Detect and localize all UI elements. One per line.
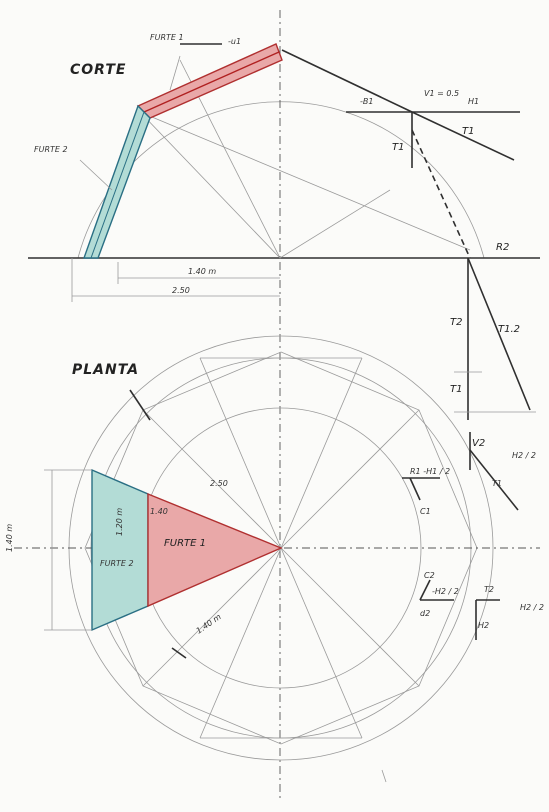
faldon-1-section bbox=[136, 43, 283, 119]
t2-label: T2 bbox=[450, 317, 462, 328]
d2-label: d2 bbox=[420, 609, 430, 618]
faldon-1-plan bbox=[147, 492, 283, 608]
helper-line bbox=[279, 189, 391, 259]
radial-line bbox=[280, 357, 363, 549]
inner-width-dim: 1.20 m bbox=[115, 508, 124, 536]
t1-small-line bbox=[469, 449, 519, 511]
planta-section: 1.40 m 1.20 m PLANTA FURTE 1 FURTE 2 2.5… bbox=[5, 335, 544, 783]
helper-line bbox=[139, 111, 281, 259]
plan-side-dim: 1.40 m bbox=[195, 612, 223, 636]
c1-line bbox=[409, 477, 421, 501]
r2-label: R2 bbox=[496, 242, 509, 253]
half2-label: -H2 / 2 bbox=[432, 587, 459, 596]
c2-label: C2 bbox=[424, 571, 435, 580]
radial-line bbox=[280, 547, 420, 687]
top-small-dim: -u1 bbox=[228, 37, 241, 46]
h-label: H1 bbox=[468, 97, 479, 106]
faldon-2-label-planta: FURTE 2 bbox=[100, 559, 134, 568]
t2b-label: T2 bbox=[484, 585, 494, 594]
c2-line bbox=[419, 579, 431, 601]
radial-line bbox=[199, 547, 282, 739]
corte-title: CORTE bbox=[70, 62, 126, 78]
h2c-label: H2 / 2 bbox=[520, 603, 544, 612]
v1-label: V1 = 0.5 bbox=[424, 89, 459, 98]
r-dashed bbox=[411, 129, 471, 259]
corte-section: CORTE FURTE 1 -u1 FURTE 2 1.40 m 2.50 V1… bbox=[28, 10, 540, 800]
h2b-label: H2 bbox=[478, 621, 489, 630]
c1-label: C1 bbox=[420, 507, 431, 516]
leader-line bbox=[169, 55, 181, 91]
t12-diagonal bbox=[467, 257, 531, 411]
radial-line bbox=[142, 409, 282, 549]
radial-line bbox=[280, 409, 420, 549]
radial-line bbox=[142, 547, 282, 687]
faldon-2-section bbox=[83, 104, 151, 259]
t1-lower-label: T1 bbox=[450, 384, 462, 395]
radial-line bbox=[280, 547, 363, 739]
t1-label: T1 bbox=[392, 142, 404, 153]
t1-right-label: T1 bbox=[462, 126, 474, 137]
faldon-1-centerline bbox=[143, 51, 280, 113]
half-span-dim: 1.40 m bbox=[188, 267, 216, 276]
faldon-2-plan bbox=[91, 468, 149, 632]
leader-line bbox=[79, 159, 113, 191]
small-mark bbox=[381, 769, 387, 783]
mid-small-dim: 1.40 bbox=[150, 507, 168, 516]
t1-small-label: T1 bbox=[492, 479, 502, 488]
radial-line bbox=[199, 357, 282, 549]
planta-title: PLANTA bbox=[72, 362, 139, 378]
v2-label: V2 bbox=[472, 438, 485, 449]
faldon-2-label-corte: FURTE 2 bbox=[34, 145, 68, 154]
faldon-2-centerline bbox=[90, 111, 145, 259]
d1-label: R1 -H1 / 2 bbox=[410, 467, 450, 476]
radius-dim: 2.50 bbox=[172, 286, 190, 295]
faldon-1-label-corte: FURTE 1 bbox=[150, 33, 184, 42]
dim-arrow bbox=[171, 647, 187, 659]
t12-label: T1.2 bbox=[498, 324, 520, 335]
plan-octagon bbox=[84, 351, 478, 745]
t1-diagonal bbox=[411, 111, 515, 161]
helper-line bbox=[139, 111, 471, 251]
left-vertical-dim: 1.40 m bbox=[5, 524, 14, 552]
force-polygon-lower: T2 T1.2 T1 bbox=[450, 257, 536, 420]
vi-left-label: -B1 bbox=[360, 97, 373, 106]
plan-radius-dim: 2.50 bbox=[210, 479, 228, 488]
leader-line bbox=[129, 389, 151, 421]
force-line-top bbox=[281, 49, 413, 113]
h2-half-label: H2 / 2 bbox=[512, 451, 536, 460]
faldon-1-label-planta: FURTE 1 bbox=[164, 538, 206, 549]
